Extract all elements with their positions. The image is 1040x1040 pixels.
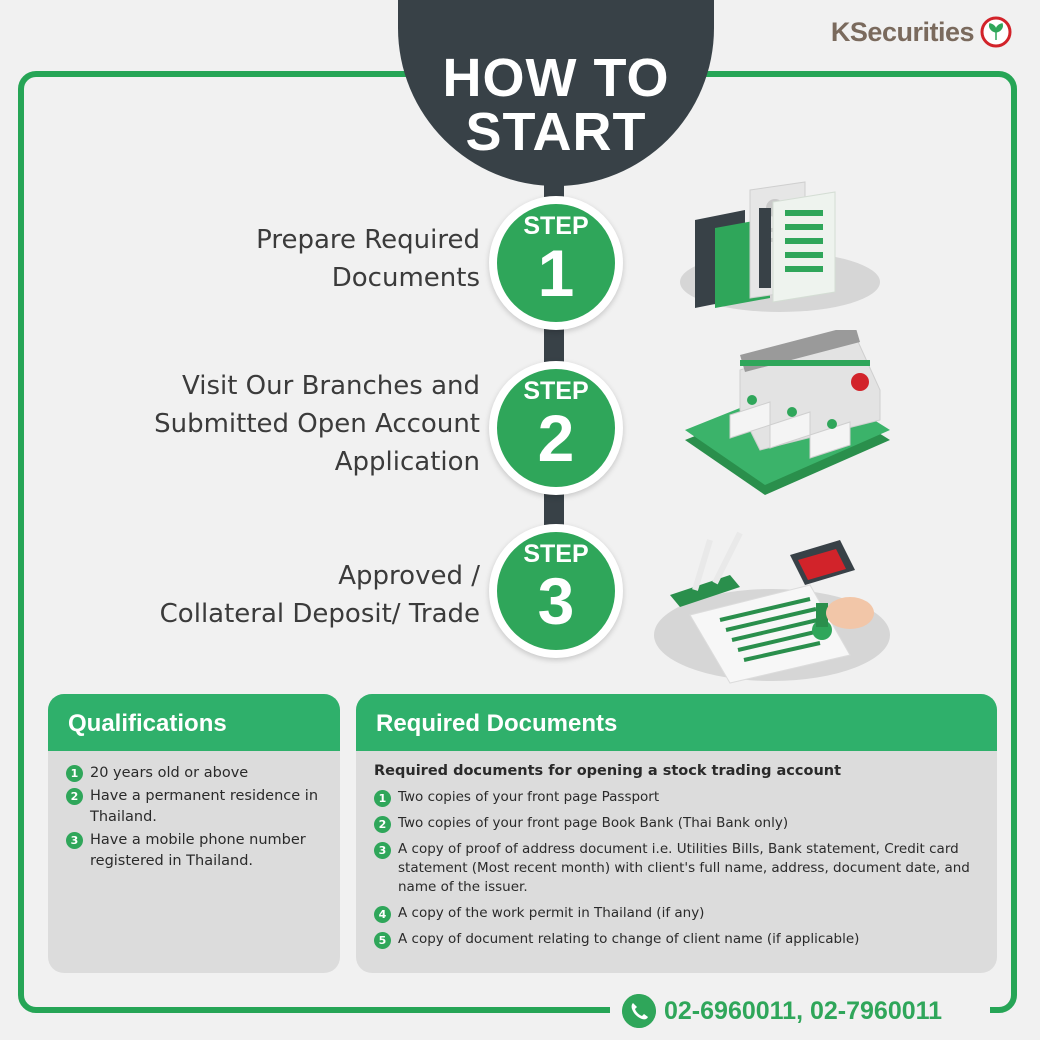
step-1-badge: STEP 1 (489, 196, 623, 330)
logo-text: KSecurities (830, 16, 975, 47)
step-2-badge: STEP 2 (489, 361, 623, 495)
approval-stamp-illustration (654, 531, 890, 684)
list-item: 2 Have a permanent residence in Thailand… (66, 786, 330, 828)
list-item: 4 A copy of the work permit in Thailand … (374, 904, 983, 923)
phone-numbers[interactable]: 02-6960011, 02-7960011 (664, 996, 943, 1025)
required-documents-subtitle: Required documents for opening a stock t… (374, 763, 842, 779)
list-item: 1 Two copies of your front page Passport (374, 788, 983, 807)
branch-office-illustration (685, 330, 890, 495)
step-3-text: Approved / Collateral Deposit/ Trade (159, 561, 480, 629)
list-item: 1 20 years old or above (66, 763, 330, 784)
step-1-text: Prepare Required Documents (256, 225, 480, 293)
contact-phone: 02-6960011, 02-7960011 (610, 990, 990, 1032)
documents-illustration (680, 181, 880, 312)
list-item: 3 A copy of proof of address document i.… (374, 840, 983, 897)
required-documents-panel: Required Documents Required documents fo… (356, 694, 997, 973)
list-item: 3 Have a mobile phone number registered … (66, 830, 330, 872)
phone-icon (622, 994, 656, 1028)
step-2-text: Visit Our Branches and Submitted Open Ac… (154, 371, 480, 477)
list-item: 2 Two copies of your front page Book Ban… (374, 814, 983, 833)
ksecurities-logo: KSecurities (831, 16, 1012, 48)
required-documents-title: Required Documents (356, 694, 997, 751)
how-to-start-banner: HOW TO START (398, 0, 714, 186)
step-3-badge: STEP 3 (489, 524, 623, 658)
banner-line-2: START (465, 102, 647, 162)
list-item: 5 A copy of document relating to change … (374, 930, 983, 949)
kbank-leaf-icon (980, 16, 1012, 48)
banner-line-1: HOW TO (442, 48, 670, 108)
qualifications-panel: Qualifications 1 20 years old or above 2… (48, 694, 340, 973)
qualifications-title: Qualifications (48, 694, 340, 751)
